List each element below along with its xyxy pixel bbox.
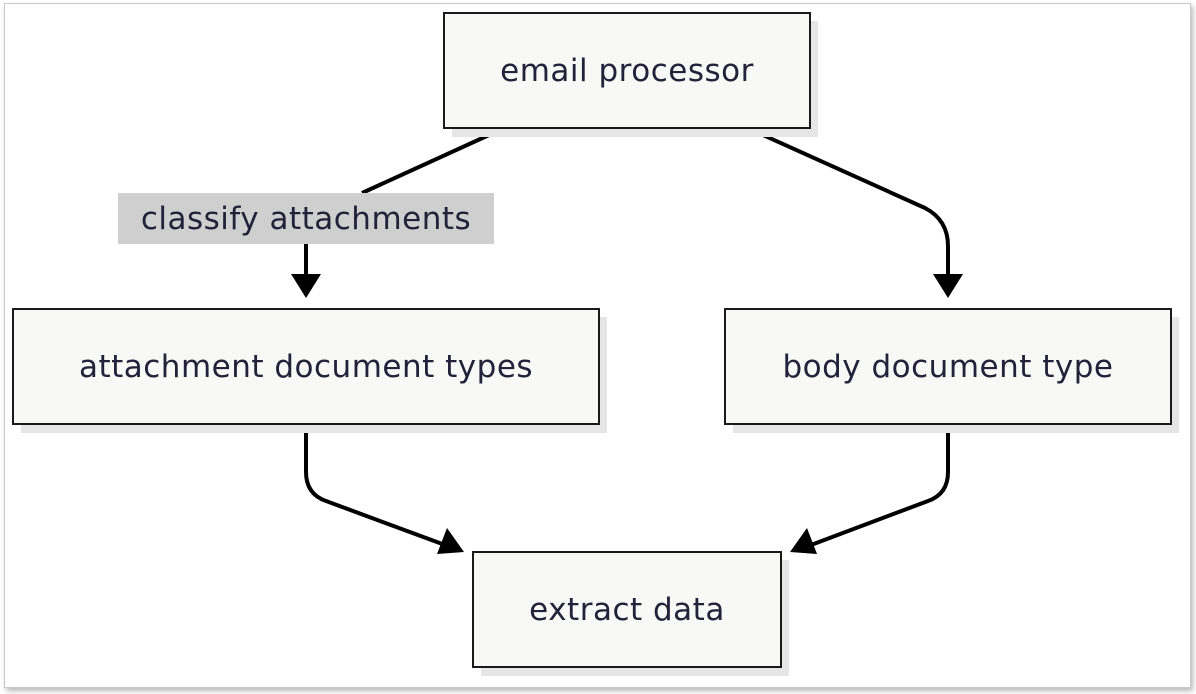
edge-email-to-body (751, 128, 950, 276)
edge-label-background (118, 193, 494, 244)
node-attachment-document-types: attachment document types (12, 308, 607, 433)
arrowhead-body (933, 274, 963, 298)
node-body-document-type: body document type (724, 308, 1179, 433)
node-email-processor: email processor (443, 12, 818, 137)
node-email-processor-label: email processor (500, 53, 754, 89)
edge-label-text: classify attachments (141, 201, 471, 237)
edge-attachments-to-extract (304, 425, 446, 547)
edges (291, 128, 963, 554)
arrowhead-extract-right (790, 528, 817, 554)
arrowhead-attachments (291, 274, 321, 298)
edge-email-to-attachments (304, 128, 501, 276)
node-extract-data-label: extract data (529, 592, 725, 628)
arrowhead-extract-left (437, 528, 464, 554)
edge-body-to-extract (810, 425, 950, 547)
node-attachment-document-types-label: attachment document types (79, 349, 533, 385)
edge-label-classify: classify attachments (118, 193, 494, 244)
node-body-document-type-label: body document type (782, 349, 1113, 385)
node-extract-data: extract data (472, 551, 789, 676)
